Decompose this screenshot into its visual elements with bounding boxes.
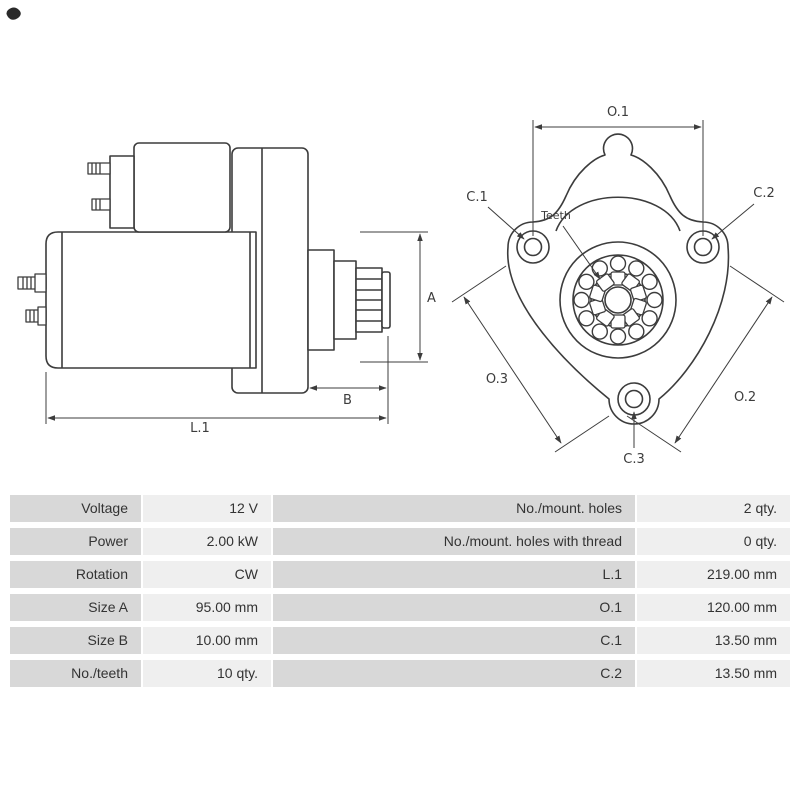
dim-o1-label: O.1 <box>607 105 629 120</box>
dim-l1 <box>45 372 387 424</box>
dim-c3-label: C.3 <box>623 452 644 467</box>
spec-table: Voltage 12 V No./mount. holes 2 qty. Pow… <box>10 495 790 693</box>
terminal-studs <box>17 273 47 326</box>
table-row: Size A 95.00 mm O.1 120.00 mm <box>10 594 790 621</box>
corner-artifact <box>6 7 21 20</box>
spec-label: Rotation <box>10 561 141 588</box>
nose-section-1 <box>307 249 335 351</box>
spec-label: No./mount. holes with thread <box>273 528 635 555</box>
dim-c2-label: C.2 <box>753 186 774 201</box>
dim-a-label: A <box>427 291 436 306</box>
spec-value: 12 V <box>143 495 271 522</box>
dim-o3-label: O.3 <box>486 372 508 387</box>
nose-section-2 <box>333 260 357 340</box>
dim-c1-label: C.1 <box>466 190 487 205</box>
dim-c1-leader <box>487 206 525 240</box>
table-row: Rotation CW L.1 219.00 mm <box>10 561 790 588</box>
spec-value: CW <box>143 561 271 588</box>
pinion-gear <box>355 267 391 333</box>
dim-l1-label: L.1 <box>190 421 210 436</box>
spline-teeth <box>589 271 647 329</box>
dim-o1 <box>532 120 704 236</box>
teeth-leader <box>562 225 601 280</box>
spec-label: C.2 <box>273 660 635 687</box>
spec-value: 0 qty. <box>637 528 790 555</box>
spec-value: 219.00 mm <box>637 561 790 588</box>
spec-label: Power <box>10 528 141 555</box>
spec-label: L.1 <box>273 561 635 588</box>
spec-label: O.1 <box>273 594 635 621</box>
spec-label: No./mount. holes <box>273 495 635 522</box>
dim-o2 <box>626 265 785 453</box>
table-row: No./teeth 10 qty. C.2 13.50 mm <box>10 660 790 687</box>
motor-body <box>45 231 257 369</box>
side-view: A B L.1 <box>17 142 436 436</box>
spec-value: 2.00 kW <box>143 528 271 555</box>
dim-b-label: B <box>343 393 352 408</box>
dim-a <box>360 231 428 363</box>
spec-value: 13.50 mm <box>637 660 790 687</box>
spec-label: Size A <box>10 594 141 621</box>
spec-value: 2 qty. <box>637 495 790 522</box>
dim-o3 <box>451 265 610 453</box>
spec-label: Size B <box>10 627 141 654</box>
dim-c2-leader <box>711 203 755 240</box>
table-row: Power 2.00 kW No./mount. holes with thre… <box>10 528 790 555</box>
technical-drawing: A B L.1 <box>6 7 785 467</box>
table-row: Size B 10.00 mm C.1 13.50 mm <box>10 627 790 654</box>
solenoid-terminals <box>87 162 111 211</box>
spec-value: 10.00 mm <box>143 627 271 654</box>
dim-b <box>309 336 389 424</box>
table-row: Voltage 12 V No./mount. holes 2 qty. <box>10 495 790 522</box>
spec-value: 10 qty. <box>143 660 271 687</box>
spec-value: 95.00 mm <box>143 594 271 621</box>
spec-label: Voltage <box>10 495 141 522</box>
front-view: O.1 C.1 C.2 Teeth O.3 O.2 <box>451 105 785 467</box>
spec-label: C.1 <box>273 627 635 654</box>
solenoid <box>133 142 231 233</box>
spec-value: 120.00 mm <box>637 594 790 621</box>
teeth-label: Teeth <box>540 209 571 222</box>
spec-label: No./teeth <box>10 660 141 687</box>
dim-o2-label: O.2 <box>734 390 756 405</box>
spec-value: 13.50 mm <box>637 627 790 654</box>
